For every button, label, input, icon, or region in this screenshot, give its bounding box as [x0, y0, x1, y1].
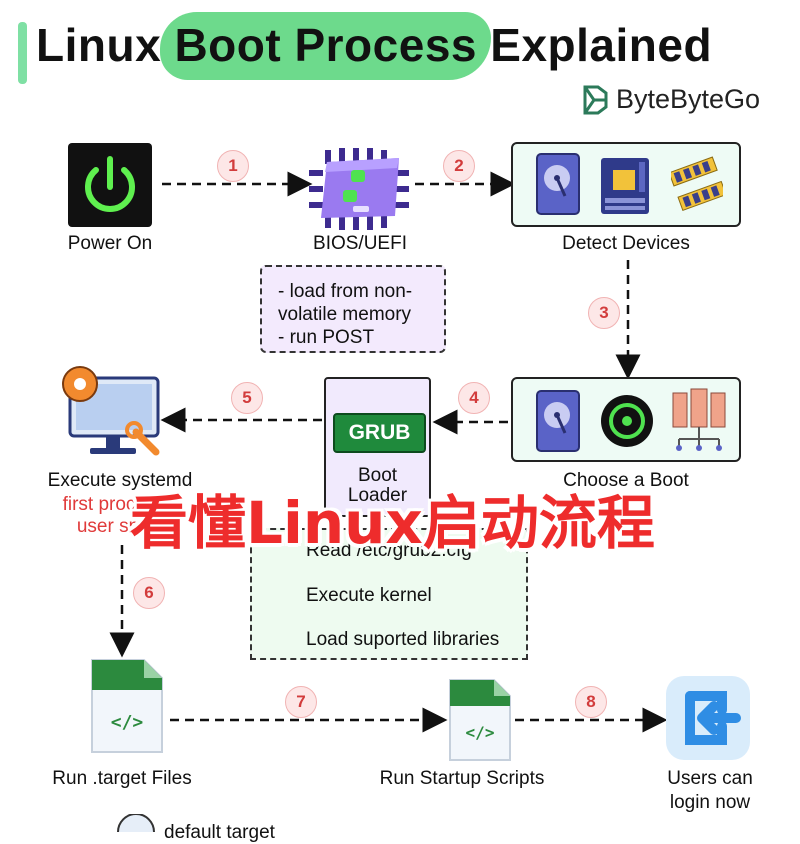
step-badge-6: 6 [133, 577, 165, 609]
login-icon [666, 676, 750, 760]
brand: ByteByteGo [582, 84, 760, 115]
svg-text:</>: </> [111, 712, 144, 733]
monitor-settings-icon [62, 366, 160, 456]
default-target-label: default target [164, 822, 275, 843]
choose-boot-panel [511, 377, 741, 462]
step-badge-3: 3 [588, 297, 620, 329]
step-badge-4: 4 [458, 382, 490, 414]
step-badge-7: 7 [285, 686, 317, 718]
power-button-icon [68, 143, 152, 227]
default-target-icon [117, 814, 155, 832]
svg-text:</>: </> [466, 723, 495, 742]
boot-loader-label-1: Boot [357, 465, 398, 486]
motherboard-icon [601, 158, 649, 214]
brand-name: ByteByteGo [616, 84, 761, 114]
title-prefix: Linux [36, 19, 175, 71]
bios-note-line: - run POST [278, 326, 375, 348]
hard-drive-icon [536, 390, 580, 452]
detect-devices-label: Detect Devices [562, 233, 690, 254]
grub-tag: GRUB [333, 413, 426, 453]
bios-chip-icon [309, 148, 409, 230]
power-on-label: Power On [67, 233, 153, 254]
overlay-caption: 看懂Linux启动流程 [130, 489, 655, 557]
title-suffix: Explained [476, 19, 713, 71]
systemd-label: Execute systemd [47, 470, 193, 491]
bios-note-line: - load from non- [278, 281, 413, 302]
title-accent-bar [18, 22, 27, 84]
systemd-sub-2: user sp [76, 516, 140, 537]
bios-note: - load from non- volatile memory - run P… [260, 265, 446, 353]
grub-step: Execute kernel [306, 585, 432, 606]
grub-steps-note: Read /etc/grub2.cfg Execute kernel Load … [250, 528, 528, 660]
target-files-label: Run .target Files [52, 768, 192, 789]
startup-script-icon: </> [449, 679, 511, 761]
startup-scripts-label: Run Startup Scripts [379, 768, 545, 789]
page-title: Linux Boot Process Explained [36, 12, 713, 80]
bytebytego-logo-icon [583, 85, 608, 114]
step-badge-2: 2 [443, 150, 475, 182]
step-badge-1: 1 [217, 150, 249, 182]
grub-step: Read /etc/grub2.cfg [306, 540, 472, 561]
boot-loader-label-2: Loader [347, 485, 408, 506]
hard-drive-icon [536, 153, 580, 215]
boot-loader-box: GRUB Boot Loader [324, 377, 431, 517]
step-badge-8: 8 [575, 686, 607, 718]
bios-note-line: volatile memory [278, 303, 412, 325]
memory-modules-icon [671, 156, 723, 212]
target-file-icon: </> [91, 659, 163, 753]
network-servers-icon [672, 388, 726, 451]
users-login-label-1: Users can [667, 768, 753, 789]
systemd-sub-1: first proc [62, 494, 136, 515]
users-login-label-2: login now [669, 792, 751, 813]
title-highlight: Boot Process [174, 19, 477, 71]
step-badge-5: 5 [231, 382, 263, 414]
detect-devices-panel [511, 142, 741, 227]
bios-label: BIOS/UEFI [313, 233, 407, 254]
choose-boot-label: Choose a Boot [563, 470, 689, 491]
disc-icon [601, 395, 653, 447]
grub-step: Load suported libraries [306, 629, 500, 650]
